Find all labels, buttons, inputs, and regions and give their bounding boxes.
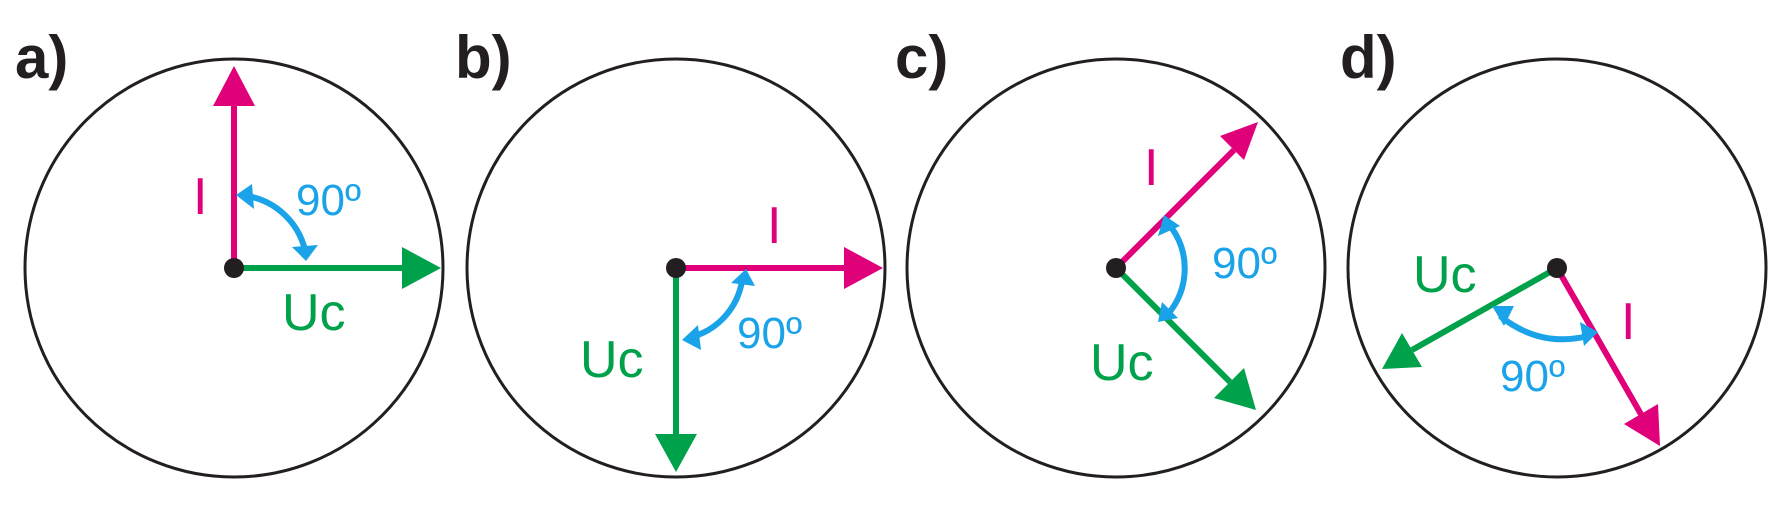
current-label: I — [1621, 293, 1635, 351]
unit-circle — [905, 57, 1327, 479]
panel-label-a: a) — [15, 24, 68, 91]
current-label: I — [1144, 139, 1158, 197]
angle-label: 90º — [737, 309, 802, 358]
unit-circle — [465, 57, 887, 479]
angle-arc — [693, 280, 745, 339]
origin-dot — [666, 258, 686, 278]
current-arrowhead — [213, 66, 255, 106]
panel-label-b: b) — [455, 24, 512, 91]
angle-arrowhead — [1158, 215, 1180, 236]
panel-c: c) I Uc 90º — [895, 24, 1327, 479]
angle-arrowhead — [236, 184, 254, 209]
angle-label: 90º — [1212, 239, 1277, 288]
current-arrowhead — [844, 247, 883, 289]
panel-label-d: d) — [1340, 24, 1397, 91]
voltage-label: Uc — [1413, 246, 1477, 304]
panel-label-c: c) — [895, 24, 948, 91]
voltage-arrowhead — [1382, 333, 1422, 369]
panel-d: d) I Uc 90º — [1340, 24, 1768, 479]
current-arrowhead — [1624, 404, 1660, 446]
panel-b: b) I Uc 90º — [455, 24, 887, 479]
angle-arrowhead — [292, 245, 318, 261]
origin-dot — [1547, 258, 1567, 278]
voltage-phasor — [1113, 265, 1233, 385]
current-arrowhead — [1220, 122, 1258, 160]
origin-dot — [224, 258, 244, 278]
voltage-label: Uc — [580, 331, 644, 389]
angle-arrowhead — [1158, 302, 1178, 322]
voltage-arrowhead — [655, 434, 697, 472]
angle-arrowhead — [682, 325, 701, 350]
panel-a: a) I Uc 90º — [15, 24, 445, 479]
unit-circle — [23, 57, 445, 479]
voltage-label: Uc — [282, 284, 346, 342]
voltage-phasor — [1410, 265, 1559, 353]
current-label: I — [193, 168, 207, 226]
angle-arc — [1165, 225, 1188, 316]
voltage-arrowhead — [1214, 368, 1256, 410]
angle-arrowhead — [1492, 306, 1514, 326]
angle-arc — [246, 193, 308, 251]
angle-arc — [1498, 313, 1589, 343]
unit-circle — [1346, 57, 1768, 479]
voltage-arrowhead — [402, 247, 441, 289]
angle-label: 90º — [296, 176, 361, 225]
angle-label: 90º — [1500, 352, 1565, 401]
current-phasor — [1113, 147, 1237, 271]
voltage-label: Uc — [1090, 334, 1154, 392]
current-phasor — [1554, 266, 1645, 418]
angle-arrowhead — [731, 269, 755, 286]
angle-arrowhead — [1580, 322, 1598, 346]
current-label: I — [767, 197, 781, 255]
origin-dot — [1106, 258, 1126, 278]
